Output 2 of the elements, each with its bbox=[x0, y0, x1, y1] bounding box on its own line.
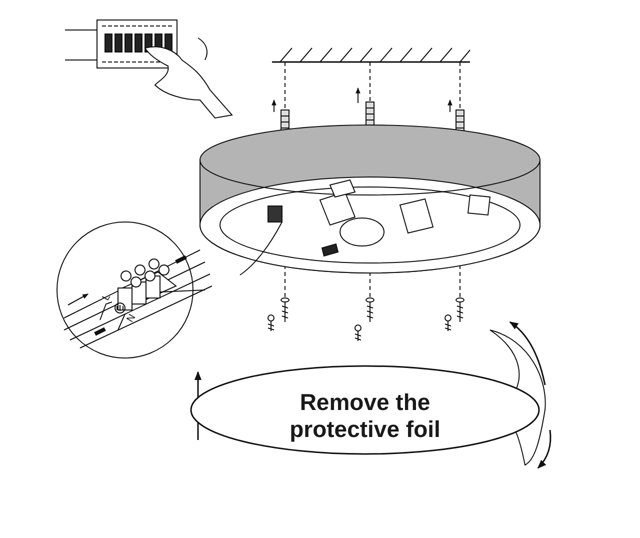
instruction-text: Remove the protective foil bbox=[288, 389, 442, 443]
terminal-label: N bbox=[125, 312, 138, 324]
